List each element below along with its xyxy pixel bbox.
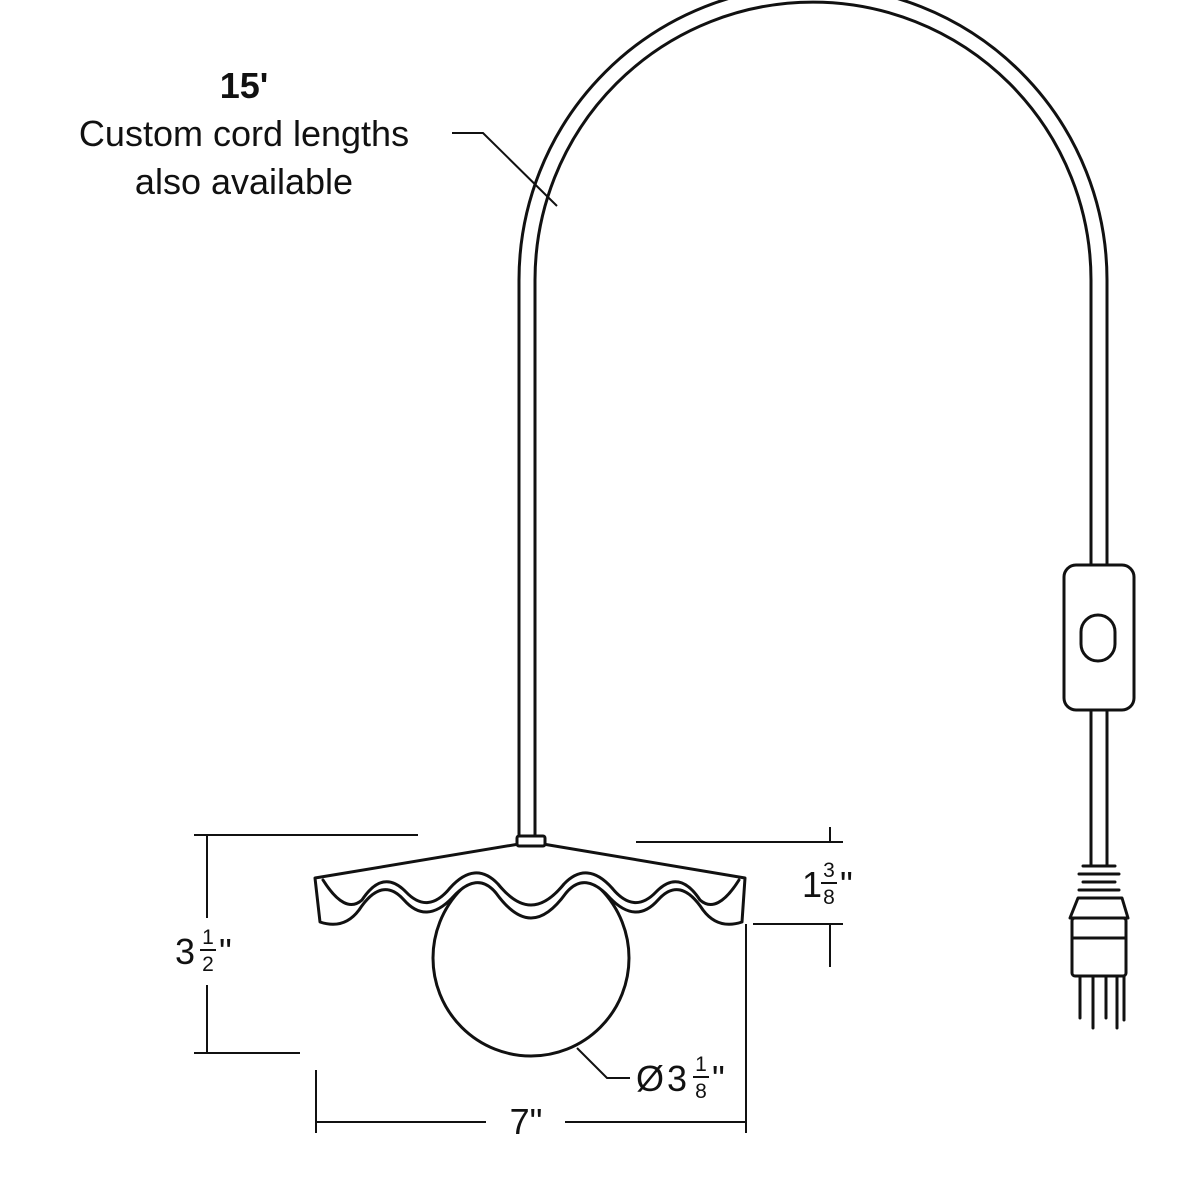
svg-text:1: 1 — [802, 864, 822, 905]
svg-text:8: 8 — [823, 886, 835, 909]
cord-note-line2: also available — [135, 161, 353, 202]
inline-switch — [1062, 563, 1136, 712]
scalloped-shade — [313, 834, 747, 926]
height-label: 3 1 2 " — [175, 926, 232, 976]
cord-note-line1: Custom cord lengths — [79, 113, 409, 154]
width-label: 7" — [510, 1101, 543, 1142]
svg-text:1: 1 — [202, 926, 214, 949]
globe-diameter-label: Ø 3 1 8 " — [636, 1053, 725, 1103]
svg-text:": " — [219, 931, 232, 972]
cord-length-label: 15' — [220, 65, 269, 106]
svg-text:3: 3 — [175, 931, 195, 972]
plug-icon — [1068, 864, 1130, 1030]
svg-text:Ø: Ø — [636, 1058, 664, 1099]
shade-depth-dimension — [636, 827, 843, 967]
svg-text:3: 3 — [667, 1058, 687, 1099]
svg-text:": " — [712, 1058, 725, 1099]
shade-depth-label: 1 3 8 " — [802, 859, 853, 909]
globe-leader-line — [576, 1047, 630, 1079]
svg-text:": " — [840, 864, 853, 905]
svg-text:2: 2 — [202, 953, 214, 976]
width-dimension — [315, 924, 747, 1133]
svg-text:3: 3 — [823, 859, 835, 882]
svg-text:8: 8 — [695, 1080, 707, 1103]
cord — [517, 0, 1109, 868]
svg-text:1: 1 — [695, 1053, 707, 1076]
height-dimension — [194, 834, 418, 1054]
cord-leader-line — [452, 132, 558, 207]
